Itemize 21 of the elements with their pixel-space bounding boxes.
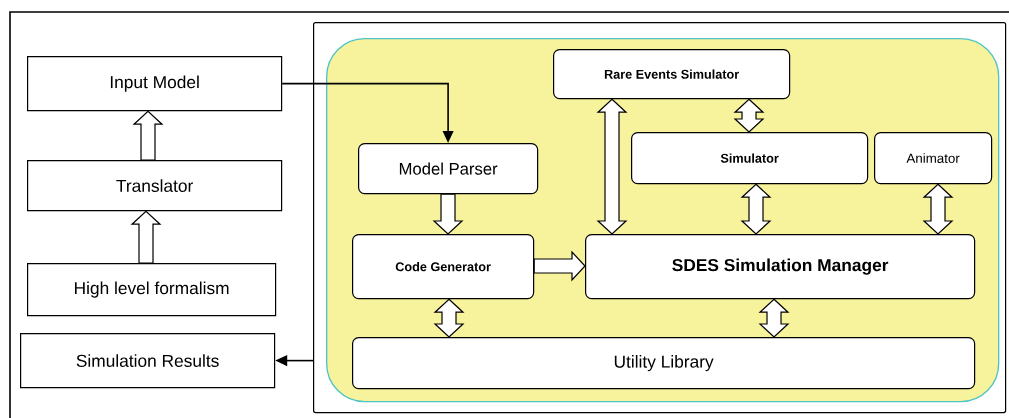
block-arrow	[596, 98, 628, 235]
component-box: Simulator	[631, 132, 869, 185]
process-box: Input Model	[27, 56, 283, 112]
block-arrow	[922, 183, 954, 235]
block-arrow	[740, 183, 772, 235]
component-box: SDES Simulation Manager	[585, 234, 976, 300]
component-box: Rare Events Simulator	[553, 49, 791, 100]
process-box: High level formalism	[27, 263, 277, 317]
block-arrow	[758, 298, 790, 338]
block-arrow	[432, 193, 464, 235]
block-arrow	[533, 250, 586, 282]
block-arrow	[733, 98, 765, 133]
component-box: Utility Library	[352, 337, 976, 390]
component-box: Code Generator	[352, 234, 535, 300]
component-box: Model Parser	[358, 143, 539, 195]
block-arrow	[132, 110, 164, 161]
process-box: Translator	[27, 160, 283, 212]
block-arrow	[130, 210, 162, 264]
component-box: Animator	[874, 132, 993, 185]
block-arrow	[433, 298, 465, 338]
process-box: Simulation Results	[20, 333, 276, 389]
